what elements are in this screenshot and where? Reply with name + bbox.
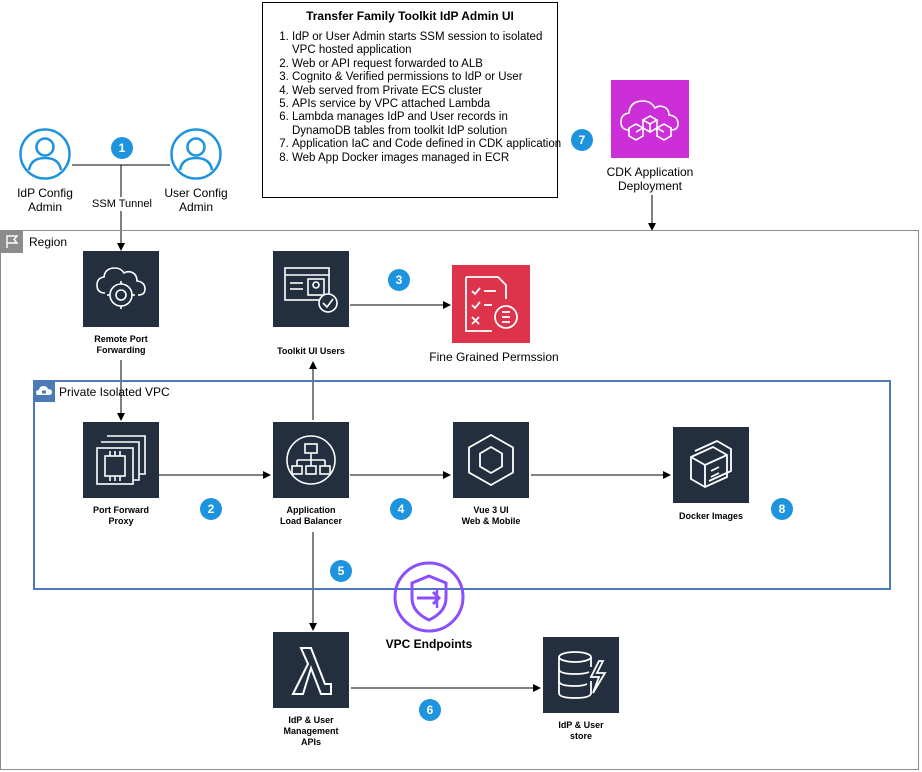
step-badge-8: 8 — [771, 498, 793, 520]
step-badge-2: 2 — [200, 498, 222, 520]
legend-step: IdP or User Admin starts SSM session to … — [292, 31, 564, 58]
docker-images-icon — [673, 427, 749, 503]
legend-step: APIs service by VPC attached Lambda — [292, 98, 564, 111]
toolkit-ui-users-label: Toolkit UI Users — [277, 346, 345, 356]
legend-box: Transfer Family Toolkit IdP Admin UI IdP… — [262, 2, 561, 198]
step-badge-4: 4 — [390, 498, 412, 520]
vpc-label: Private Isolated VPC — [59, 385, 170, 399]
fine-grained-permission-label: Fine Grained Permssion — [429, 350, 559, 364]
legend-step: Application IaC and Code defined in CDK … — [292, 138, 564, 151]
vue-ui-label: Vue 3 UI Web & Mobile — [461, 505, 521, 526]
legend-step: Web or API request forwarded to ALB — [292, 58, 564, 71]
fine-grained-permission-icon — [452, 265, 530, 343]
user-admin-user-icon — [170, 128, 222, 185]
step-badge-3: 3 — [388, 269, 410, 291]
step-badge-6: 6 — [419, 699, 441, 721]
cdk-application-label: CDK Application Deployment — [606, 165, 694, 193]
port-forward-proxy-icon — [83, 422, 159, 498]
vpc-cloud-icon — [33, 380, 55, 402]
lambda-label: IdP & User Management APIs — [283, 715, 339, 747]
vue-ui-ecs-icon — [453, 422, 529, 498]
flag-icon — [1, 231, 23, 253]
step-badge-1: 1 — [111, 137, 133, 159]
legend-steps: IdP or User Admin starts SSM session to … — [275, 31, 564, 165]
remote-port-forwarding-label: Remote Port Forwarding — [94, 334, 148, 355]
step-badge-7: 7 — [571, 129, 593, 151]
dynamodb-store-icon — [543, 637, 619, 713]
toolkit-ui-users-icon — [273, 251, 349, 327]
lambda-icon — [273, 632, 349, 708]
dynamodb-store-label: IdP & User store — [558, 720, 604, 741]
region-label: Region — [29, 235, 68, 249]
application-load-balancer-label: Application Load Balancer — [279, 505, 343, 526]
user-admin-label: User Config Admin — [164, 186, 228, 214]
docker-images-label: Docker Images — [678, 511, 744, 521]
legend-step: Web App Docker images managed in ECR — [292, 152, 564, 165]
port-forward-proxy-label: Port Forward Proxy — [92, 505, 149, 526]
region-group — [0, 230, 919, 770]
vpc-endpoints-icon — [389, 560, 469, 636]
idp-admin-user-icon — [19, 128, 71, 185]
vpc-endpoints-label: VPC Endpoints — [385, 637, 473, 651]
remote-port-forwarding-icon — [83, 251, 159, 327]
cdk-application-icon — [611, 80, 689, 158]
step-badge-5: 5 — [330, 560, 352, 582]
idp-admin-label: IdP Config Admin — [17, 186, 73, 214]
legend-title: Transfer Family Toolkit IdP Admin UI — [306, 9, 514, 23]
ssm-tunnel-label: SSM Tunnel — [86, 197, 158, 211]
legend-step: Web served from Private ECS cluster — [292, 85, 564, 98]
application-load-balancer-icon — [273, 422, 349, 498]
legend-step: Cognito & Verified permissions to IdP or… — [292, 71, 564, 84]
legend-step: Lambda manages IdP and User records in D… — [292, 111, 564, 138]
